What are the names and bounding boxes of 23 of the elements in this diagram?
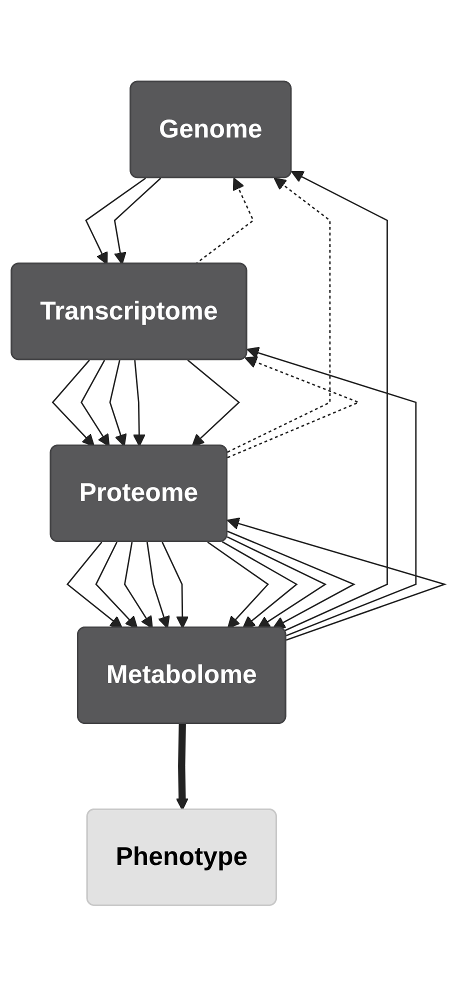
- arrow: [227, 356, 360, 458]
- arrow: [226, 536, 327, 628]
- arrow: [80, 359, 110, 446]
- arrow: [132, 360, 146, 446]
- arrow: [226, 517, 447, 640]
- arrow: [187, 359, 240, 446]
- arrow: [109, 360, 127, 446]
- arrow: [222, 540, 298, 628]
- arrow: [207, 541, 270, 628]
- arrow: [194, 177, 254, 264]
- arrow: [66, 541, 123, 628]
- arrow: [246, 346, 417, 636]
- arrow: [227, 177, 331, 452]
- arrow: [52, 359, 95, 446]
- arrow: [95, 541, 138, 628]
- arrow: [146, 542, 170, 628]
- arrow: [124, 542, 153, 628]
- arrow: [85, 177, 146, 264]
- arrow: [284, 170, 388, 632]
- arrow: [114, 177, 162, 264]
- arrow: [227, 530, 356, 628]
- arrow: [176, 724, 188, 810]
- arrow: [162, 541, 189, 628]
